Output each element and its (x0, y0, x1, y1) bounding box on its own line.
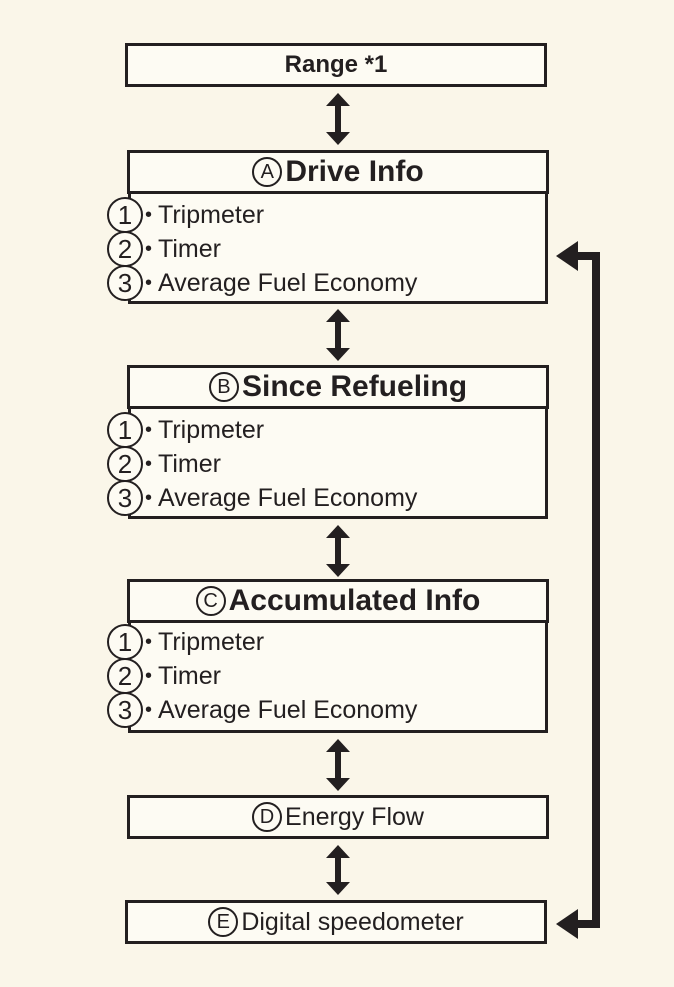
drive-info-title: Drive Info (285, 155, 424, 188)
loop-arrow-icon (556, 241, 600, 939)
list-item: 1•Tripmeter (107, 197, 264, 233)
since-refueling-title: Since Refueling (241, 370, 468, 403)
accumulated-info-title: Accumulated Info (228, 584, 481, 617)
letter-b-badge: B (208, 372, 239, 402)
double-arrow-icon (326, 525, 350, 577)
double-arrow-icon (326, 309, 350, 361)
since-refueling-header: B Since Refueling (127, 365, 549, 409)
double-arrow-icon (326, 93, 350, 145)
list-item: 3•Average Fuel Economy (107, 480, 417, 516)
letter-c-badge: C (195, 586, 226, 616)
speedometer-label: Digital speedometer (241, 907, 464, 936)
accumulated-info-list: 1•Tripmeter 2•Timer 3•Average Fuel Econo… (107, 623, 548, 733)
list-item: 2•Timer (107, 446, 221, 482)
list-item: 2•Timer (107, 658, 221, 694)
energy-flow-label: Energy Flow (285, 802, 424, 831)
letter-e-badge: E (208, 907, 239, 937)
list-item: 3•Average Fuel Economy (107, 692, 417, 728)
accumulated-info-header: C Accumulated Info (127, 579, 549, 623)
range-label: Range *1 (284, 51, 388, 78)
range-box: Range *1 (125, 43, 547, 87)
double-arrow-icon (326, 739, 350, 791)
double-arrow-icon (326, 845, 350, 895)
list-item: 3•Average Fuel Economy (107, 265, 417, 301)
drive-info-list: 1•Tripmeter 2•Timer 3•Average Fuel Econo… (107, 194, 548, 304)
speedometer-box: E Digital speedometer (125, 900, 547, 944)
letter-d-badge: D (252, 802, 283, 832)
drive-info-header: A Drive Info (127, 150, 549, 194)
list-item: 1•Tripmeter (107, 412, 264, 448)
since-refueling-list: 1•Tripmeter 2•Timer 3•Average Fuel Econo… (107, 409, 548, 519)
energy-flow-box: D Energy Flow (127, 795, 549, 839)
letter-a-badge: A (252, 157, 283, 187)
